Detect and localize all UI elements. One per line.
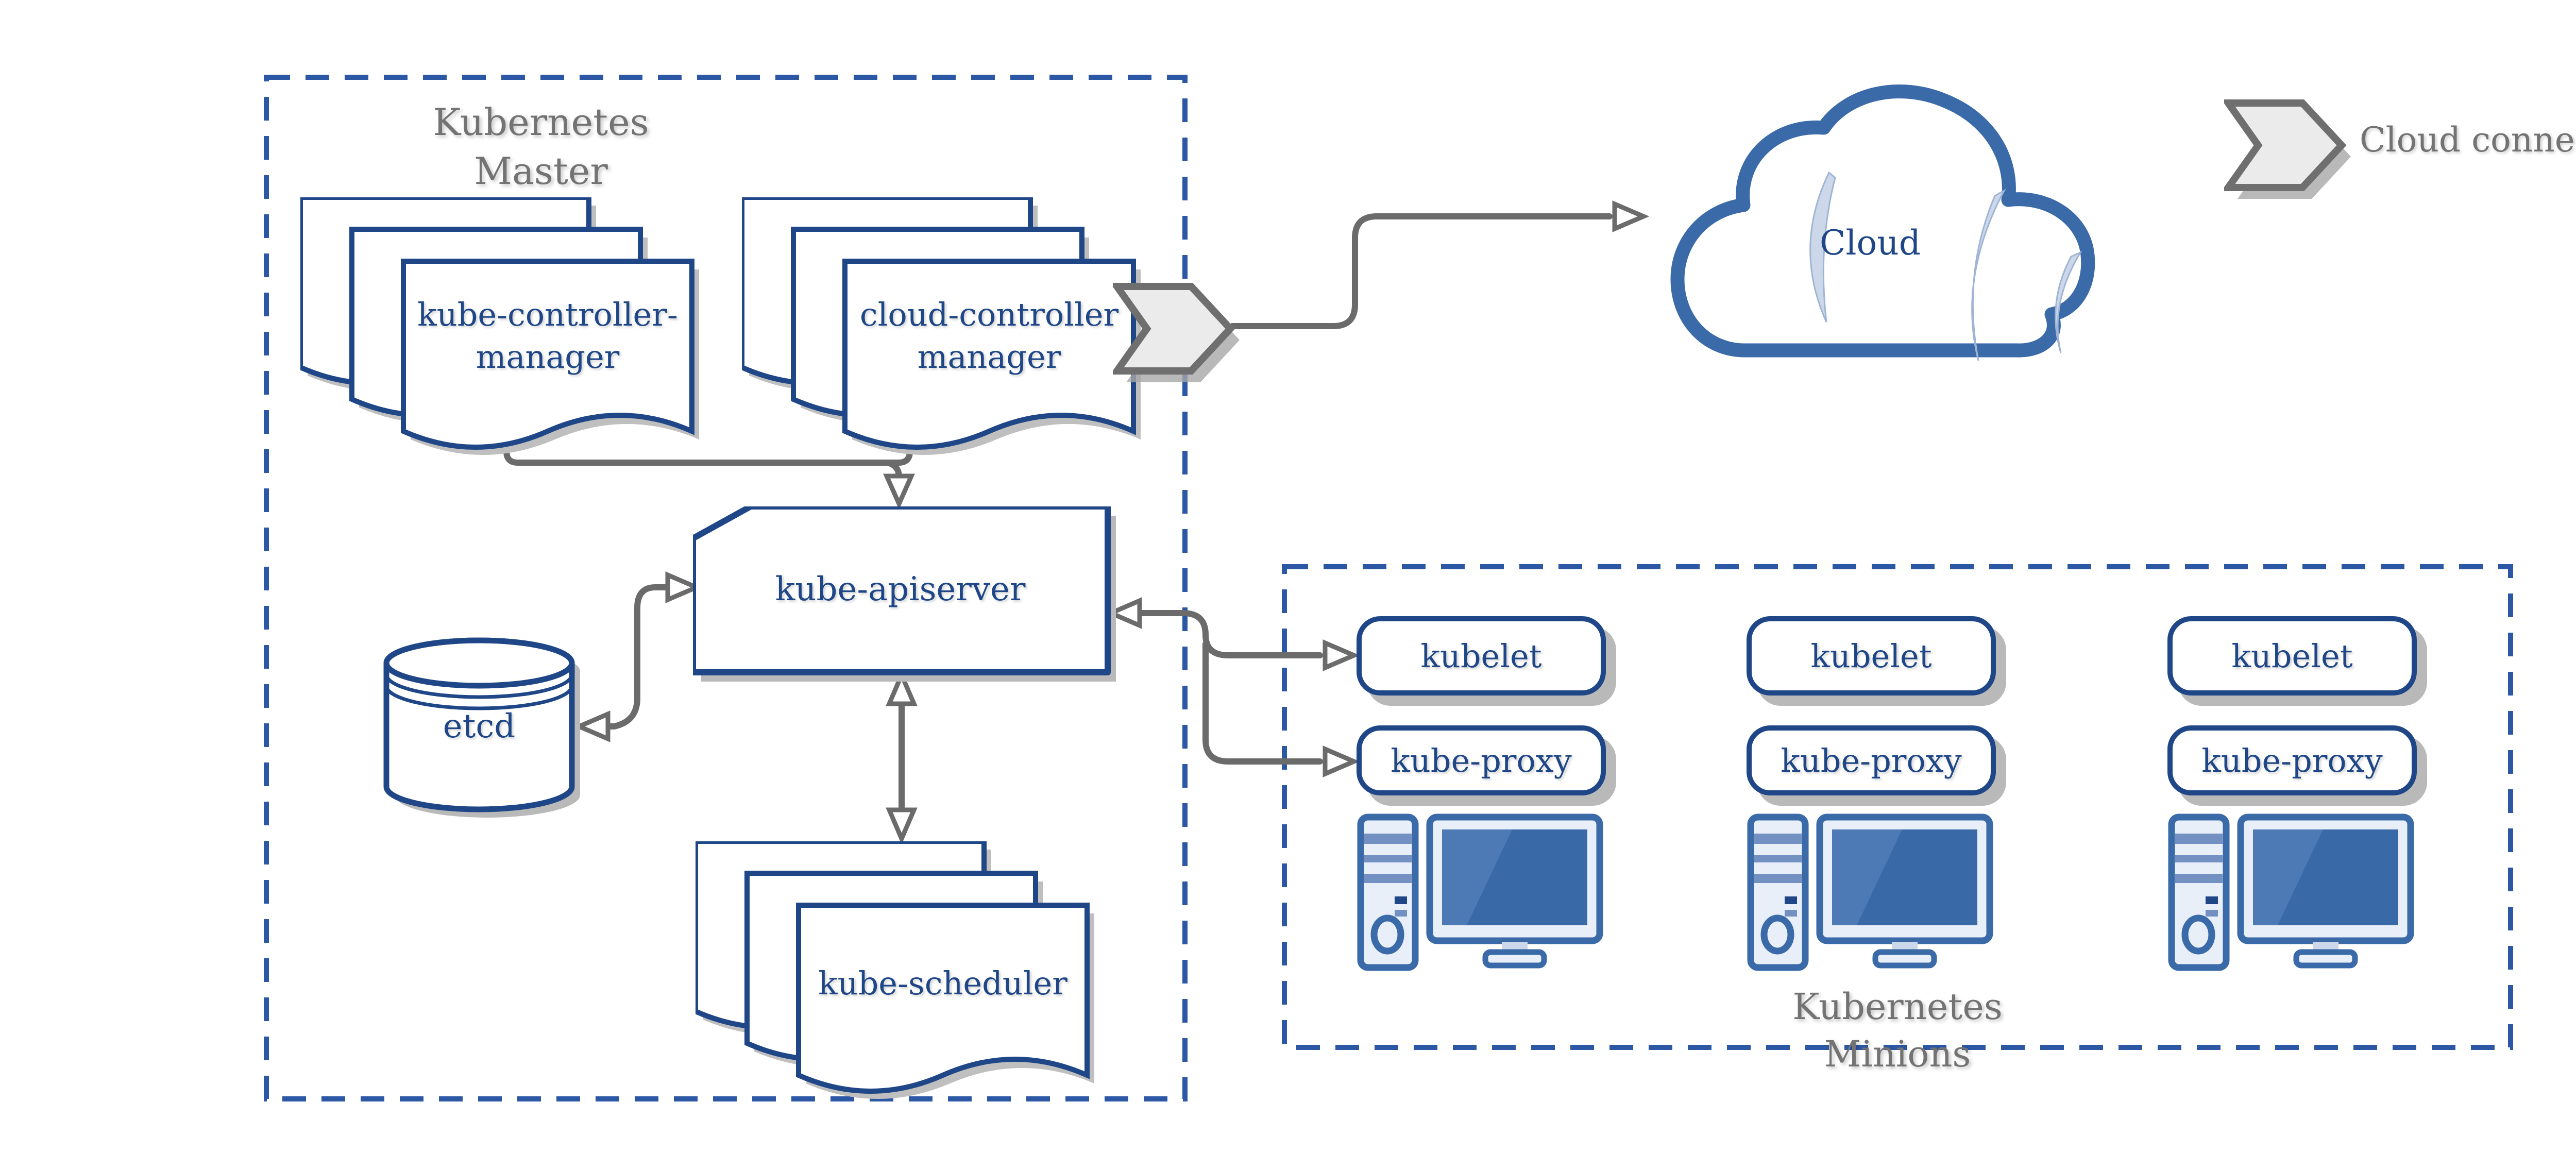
kubelet-box-2: kubelet <box>1747 616 1996 696</box>
kube-proxy-text: kube-proxy <box>1781 741 1962 779</box>
arrowhead-down-apiserver-top <box>883 473 915 510</box>
arrowhead-up-apiserver-bottom <box>886 669 918 706</box>
arrow-apiserver-to-controllers <box>503 438 913 466</box>
cloud-label: Cloud <box>1754 221 1986 265</box>
arrowhead-right-cloud <box>1612 200 1650 232</box>
arrowhead-left-etcd <box>573 710 611 742</box>
kube-scheduler-label: kube-scheduler <box>799 962 1087 1005</box>
kubernetes-master-title: Kubernetes Master <box>361 98 721 196</box>
arrow-apiserver-kubeproxy <box>1202 641 1323 765</box>
chevron-icon <box>2224 99 2351 199</box>
minion-computer-3 <box>2167 813 2417 974</box>
kube-proxy-text: kube-proxy <box>2201 741 2383 779</box>
cloud-text: Cloud <box>1819 223 1921 263</box>
kubelet-text: kubelet <box>2231 637 2353 675</box>
kube-proxy-text: kube-proxy <box>1391 741 1572 779</box>
cloud-controller-manager-label: cloud-controller manager <box>845 294 1133 378</box>
minion-computer-2 <box>1747 813 1996 974</box>
computer-icon <box>1747 813 1993 971</box>
cloud-connector-chevron <box>1113 282 1242 385</box>
kube-apiserver-node <box>693 506 1126 692</box>
arrow-chevron-to-cloud <box>1229 213 1613 329</box>
minions-title-line2: Minions <box>1824 1033 1971 1076</box>
kubelet-box-3: kubelet <box>2167 616 2417 696</box>
kube-proxy-box-2: kube-proxy <box>1747 725 1996 795</box>
kube-proxy-box-1: kube-proxy <box>1357 725 1606 795</box>
arrow-apiserver-kubelet <box>1137 610 1323 658</box>
kubernetes-minions-title: Kubernetes Minions <box>1717 983 2078 1078</box>
document-stack-icon <box>742 197 1141 455</box>
card-icon <box>693 506 1116 682</box>
cloud-highlight-crescents <box>1809 171 2082 361</box>
etcd-label: etcd <box>381 705 577 748</box>
arrowhead-right-kubelet <box>1323 639 1360 671</box>
kube-controller-manager-label: kube-controller- manager <box>403 294 692 378</box>
cloud-controller-manager-line2: manager <box>917 337 1061 376</box>
minions-title-line1: Kubernetes <box>1792 986 2003 1028</box>
etcd-node <box>381 636 598 822</box>
document-stack-icon <box>300 197 699 455</box>
cloud-icon <box>1670 84 2095 361</box>
cloud-node <box>1649 72 2123 371</box>
kube-controller-manager-node <box>300 197 707 470</box>
chevron-icon <box>1113 283 1240 382</box>
kube-controller-manager-line1: kube-controller- <box>417 296 678 333</box>
etcd-text: etcd <box>443 707 516 745</box>
kube-apiserver-text: kube-apiserver <box>775 570 1026 608</box>
kubelet-text: kubelet <box>1810 637 1932 675</box>
arrowhead-right-kubeproxy <box>1323 745 1360 777</box>
arrow-apiserver-etcd <box>607 584 673 730</box>
kubernetes-minions-frame <box>1282 564 2513 1050</box>
computer-icon <box>1357 813 1603 971</box>
legend-cloud-connector <box>2224 99 2353 202</box>
arrowhead-left-apiserver-right <box>1105 597 1142 629</box>
arrowhead-right-apiserver-left <box>665 571 703 603</box>
cylinder-icon <box>383 637 580 818</box>
arrowhead-down-scheduler <box>886 807 918 845</box>
master-title-line2: Master <box>474 149 608 193</box>
minion-computer-1 <box>1357 813 1606 974</box>
kube-scheduler-text: kube-scheduler <box>818 964 1067 1002</box>
document-stack-icon <box>696 841 1094 1099</box>
legend-label: Cloud connector <box>2360 117 2576 162</box>
kubernetes-master-frame <box>264 75 1188 1101</box>
kubelet-box-1: kubelet <box>1357 616 1606 696</box>
kube-apiserver-label: kube-apiserver <box>693 568 1108 611</box>
cloud-controller-manager-line1: cloud-controller <box>859 296 1119 333</box>
kube-controller-manager-line2: manager <box>476 337 620 376</box>
kube-proxy-box-3: kube-proxy <box>2167 725 2417 795</box>
kubelet-text: kubelet <box>1420 637 1542 675</box>
kube-scheduler-node <box>696 841 1103 1114</box>
cloud-controller-manager-node <box>742 197 1149 470</box>
master-title-line1: Kubernetes <box>433 100 649 144</box>
legend-text: Cloud connector <box>2360 120 2576 160</box>
computer-icon <box>2168 813 2414 971</box>
